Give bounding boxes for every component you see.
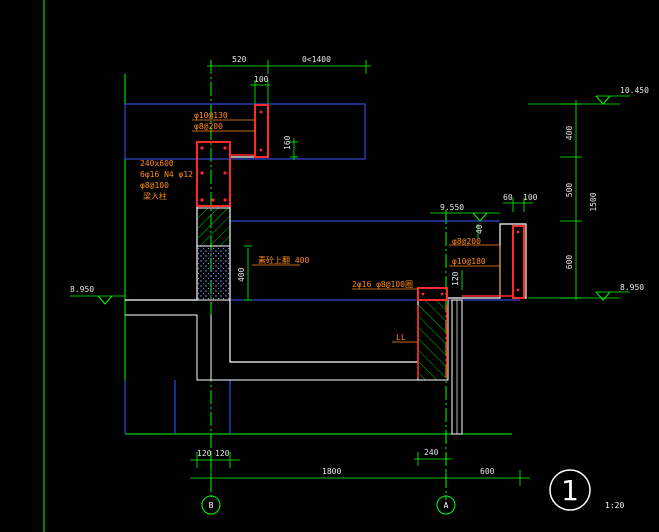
- hatch-lintel: [417, 299, 449, 381]
- dim-120-right: 120: [451, 271, 460, 286]
- dim-600-bottom: 600: [480, 467, 495, 476]
- dim-240: 240: [424, 448, 439, 457]
- level-9550: 9.550: [440, 203, 464, 212]
- dim-120-b: 120: [215, 449, 230, 458]
- axis-bubble-b: [201, 495, 221, 515]
- fill-concrete-upturn: [196, 245, 231, 301]
- rebar-label-a: φ10@130: [194, 111, 228, 120]
- dim-400-right: 400: [565, 126, 574, 141]
- axis-bubble-a: [436, 495, 456, 515]
- dim-1500: 1500: [589, 192, 598, 211]
- beam-rebar-cage: [196, 141, 231, 207]
- detail-number: 1: [561, 474, 579, 507]
- hatch-upper: [196, 207, 231, 247]
- beam-stirrup-label: φ8@100: [140, 181, 169, 190]
- rebar-label-e: 2φ16 φ8@100圈: [352, 280, 413, 289]
- rebar-label-c: φ8@200: [452, 237, 481, 246]
- dim-600-right: 600: [565, 255, 574, 270]
- dim-520: 520: [232, 55, 247, 64]
- upstand-rebar: [512, 225, 525, 299]
- section-outline: [125, 104, 527, 363]
- level-8950-left: 8.950: [70, 285, 94, 294]
- detail-scale: 1:20: [605, 501, 624, 510]
- dim-100-right: 100: [523, 193, 538, 202]
- dim-100: 100: [254, 75, 269, 84]
- beam-note-label: 梁入柱: [143, 191, 167, 201]
- level-marks: [97, 95, 611, 305]
- dim-160: 160: [283, 135, 292, 150]
- lintel-rebar: [417, 287, 448, 301]
- detail-circle: [549, 469, 591, 511]
- beam-size-label: 240x600: [140, 159, 174, 168]
- level-10450: 10.450: [620, 86, 649, 95]
- note-fill-wall: 素砼上翻 400: [258, 255, 309, 265]
- rebar-label-b: φ8@200: [194, 122, 223, 131]
- dim-60: 60: [503, 193, 513, 202]
- dim-500-right: 500: [565, 183, 574, 198]
- level-8950-right: 8.950: [620, 283, 644, 292]
- dim-40: 40: [475, 224, 484, 234]
- dim-0-1400: 0<1400: [302, 55, 331, 64]
- rebar-label-d: φ10@180: [452, 257, 486, 266]
- dim-120-a: 120: [197, 449, 212, 458]
- dim-400-side: 400: [237, 267, 246, 282]
- beam-bars-label: 6φ16 N4 φ12: [140, 170, 193, 179]
- axis-label-a: A: [444, 501, 449, 510]
- leader-lines: [192, 119, 501, 343]
- dimension-lines: [70, 60, 630, 486]
- dim-1800: 1800: [322, 467, 341, 476]
- top-slab-outline: [124, 103, 366, 160]
- note-ll: LL: [396, 333, 406, 342]
- axis-label-b: B: [209, 501, 214, 510]
- rebar-dots: [200, 110, 520, 296]
